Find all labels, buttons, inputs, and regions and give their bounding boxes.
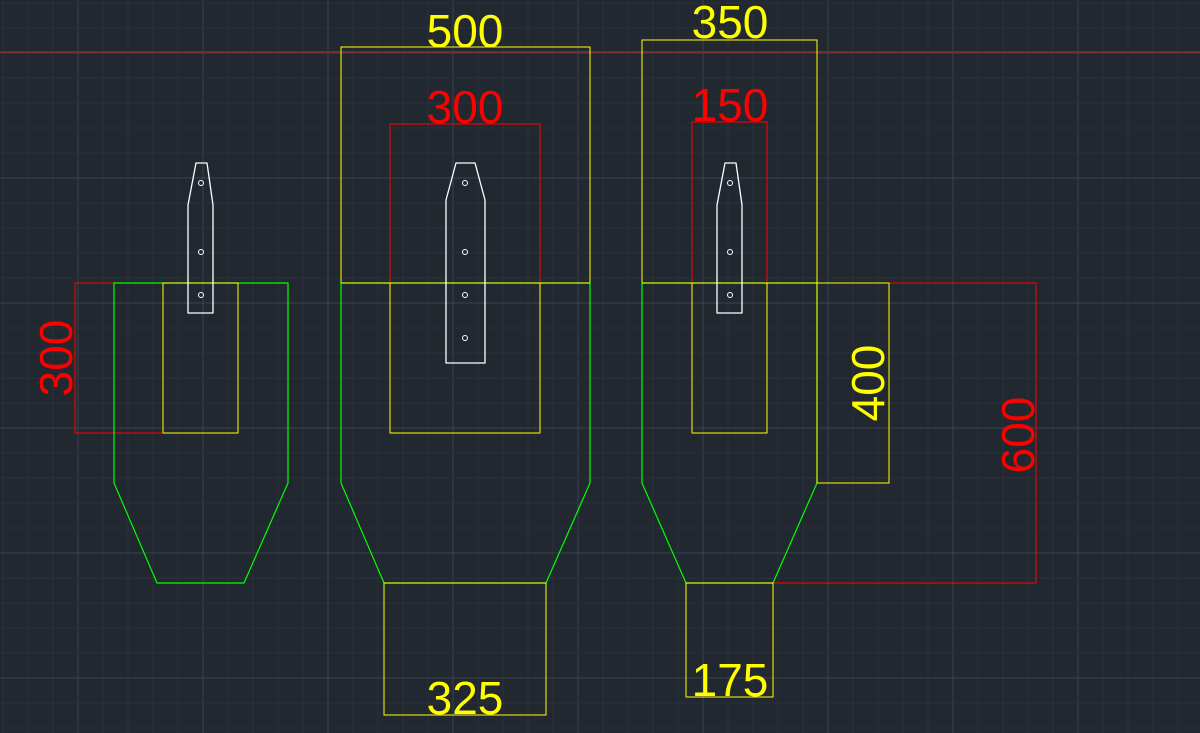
hole [462, 249, 468, 255]
hopper-outline [113, 282, 289, 584]
yellow-box [389, 282, 541, 434]
hole [462, 292, 468, 298]
hole [727, 292, 733, 298]
plate-outline [187, 162, 214, 314]
plate-outline [716, 162, 743, 314]
middle-hopper[interactable]: 500 300 325 [340, 5, 591, 724]
yellow-side-box [816, 282, 890, 484]
dimension-middle-bottom: 325 [427, 672, 504, 724]
hole [462, 335, 468, 341]
hole [198, 292, 204, 298]
left-hopper[interactable]: 300 [30, 162, 289, 584]
red-side-box [773, 282, 1037, 584]
right-hopper[interactable]: 350 150 175 400 600 [641, 0, 1044, 706]
dimension-right-bottom: 175 [692, 654, 769, 706]
hole [198, 249, 204, 255]
dimension-right-side-outer: 600 [992, 397, 1044, 474]
plate-outline [445, 162, 486, 364]
yellow-top-box [641, 39, 818, 284]
yellow-box [162, 282, 239, 434]
yellow-bottom-box [685, 582, 774, 698]
dimension-left-side: 300 [30, 320, 82, 397]
dimension-middle-top-inner: 300 [427, 81, 504, 133]
hole [727, 180, 733, 186]
yellow-box [691, 282, 768, 434]
yellow-bottom-box [383, 582, 547, 716]
hole [727, 249, 733, 255]
hole [198, 180, 204, 186]
dimension-right-top-outer: 350 [692, 0, 769, 48]
hole [462, 180, 468, 186]
dimension-right-top-inner: 150 [692, 79, 769, 131]
dimension-middle-top-outer: 500 [427, 5, 504, 57]
dimension-right-side-inner: 400 [842, 345, 894, 422]
red-dimension-box [74, 282, 164, 434]
